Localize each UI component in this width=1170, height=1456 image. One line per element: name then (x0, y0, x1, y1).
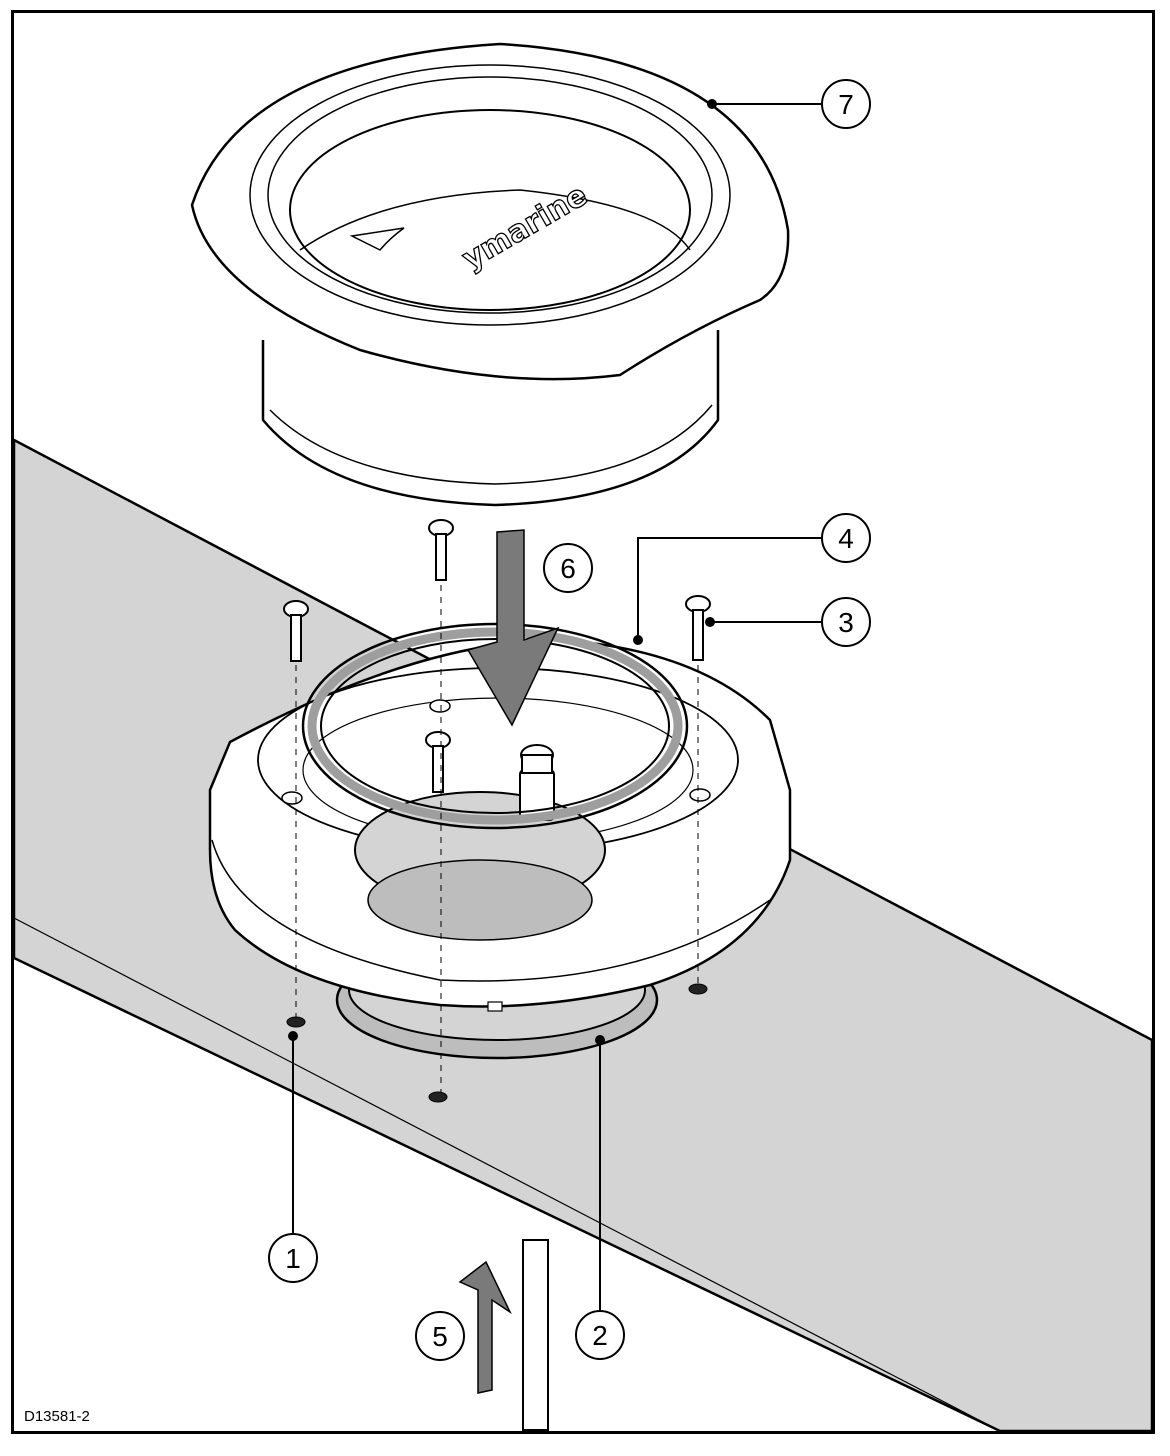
upper-gasket (301, 622, 689, 830)
svg-text:4: 4 (838, 523, 854, 554)
screw (425, 731, 451, 793)
cable-direction-arrow (458, 1260, 512, 1394)
screw (685, 595, 711, 661)
callout-7: 7 (821, 79, 871, 129)
svg-text:7: 7 (838, 89, 854, 120)
screw (283, 600, 309, 662)
panel-holes (286, 983, 708, 1103)
callout-4: 4 (821, 513, 871, 563)
display-bezel-unit: ymarine (190, 42, 790, 507)
svg-text:6: 6 (560, 553, 576, 584)
callout-3: 3 (821, 597, 871, 647)
callout-5: 5 (415, 1311, 465, 1361)
screw (428, 519, 454, 581)
fixing-screws (283, 519, 711, 793)
callouts: 7 4 6 3 1 5 2 (268, 79, 871, 1361)
svg-text:2: 2 (592, 1320, 608, 1351)
diagram-id-code: D13581-2 (24, 1408, 90, 1425)
leader-lines (292, 103, 822, 1310)
alignment-lines (295, 585, 699, 1092)
svg-text:5: 5 (432, 1321, 448, 1352)
svg-text:3: 3 (838, 607, 854, 638)
cable-connector (519, 744, 555, 821)
callout-6: 6 (543, 543, 593, 593)
leader-dots (288, 99, 717, 1045)
callout-2: 2 (575, 1310, 625, 1360)
svg-text:1: 1 (285, 1243, 301, 1274)
assembly-direction-arrow (466, 529, 560, 727)
callout-1: 1 (268, 1233, 318, 1283)
